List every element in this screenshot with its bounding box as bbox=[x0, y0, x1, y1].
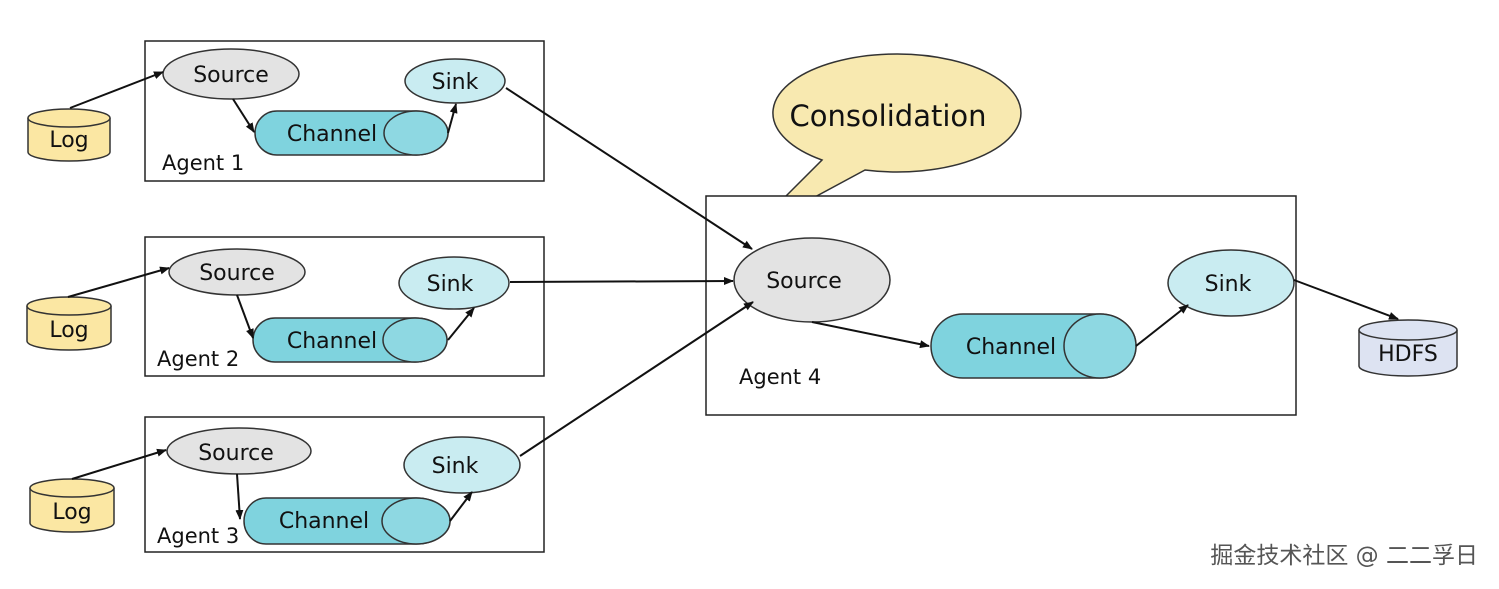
agent-2-sink bbox=[398, 256, 510, 310]
agent-3-sink-label: Sink bbox=[432, 454, 479, 479]
watermark-text: 掘金技术社区 @ 二二孚日 bbox=[1210, 543, 1478, 569]
agent-1-label: Agent 1 bbox=[162, 151, 244, 175]
agent-2-sink-label: Sink bbox=[427, 272, 474, 297]
agent-4: Agent 4 Source Channel Sink bbox=[705, 195, 1297, 416]
arrow-channel1-to-sink1 bbox=[447, 103, 458, 134]
arrow-sink1-to-source4 bbox=[505, 87, 753, 250]
agent-3-log bbox=[29, 478, 115, 533]
arrow-source3-to-channel3 bbox=[235, 473, 244, 520]
agent-2-channel bbox=[252, 317, 448, 363]
agent-3-channel bbox=[243, 497, 451, 545]
hdfs-store bbox=[1358, 319, 1458, 377]
arrow-channel2-to-sink2 bbox=[447, 307, 475, 341]
agent-2: Agent 2 Source Channel Sink Log bbox=[26, 236, 545, 377]
agent-1-channel bbox=[254, 110, 449, 156]
agent-3-sink bbox=[403, 436, 521, 494]
agent-1-sink bbox=[404, 58, 506, 104]
hdfs-label: HDFS bbox=[1378, 342, 1438, 367]
agent-3-source-label: Source bbox=[198, 441, 274, 466]
arrow-sink2-to-source4 bbox=[509, 277, 734, 286]
arrow-channel4-to-sink4 bbox=[1135, 304, 1189, 347]
arrow-sink3-to-source4 bbox=[519, 301, 754, 457]
agent-1-source-label: Source bbox=[193, 63, 269, 88]
arrow-log2-to-source2 bbox=[67, 266, 170, 298]
agent-1-log-label: Log bbox=[49, 128, 88, 153]
arrow-source4-to-channel4 bbox=[811, 321, 930, 349]
agent-3: Agent 3 Source Channel Sink Log bbox=[29, 416, 545, 553]
agent-4-channel bbox=[930, 313, 1137, 379]
agent-4-sink bbox=[1167, 249, 1295, 317]
consolidation-callout-label: Consolidation bbox=[789, 99, 986, 133]
arrow-log3-to-source3 bbox=[71, 448, 167, 480]
agent-4-label: Agent 4 bbox=[739, 365, 821, 389]
agent-1-channel-label: Channel bbox=[287, 122, 377, 147]
agent-1: Agent 1 Source Channel Sink Log bbox=[27, 40, 545, 182]
arrow-channel3-to-sink3 bbox=[449, 491, 473, 522]
agent-2-channel-label: Channel bbox=[287, 329, 377, 354]
agent-1-sink-label: Sink bbox=[432, 70, 479, 95]
arrow-source1-to-channel1 bbox=[232, 98, 255, 133]
agent-4-sink-label: Sink bbox=[1205, 272, 1252, 297]
arrow-log1-to-source1 bbox=[69, 71, 164, 109]
consolidation-callout bbox=[749, 53, 1022, 233]
agent-4-source-label: Source bbox=[766, 269, 842, 294]
arrow-sink4-to-hdfs bbox=[1293, 279, 1399, 320]
agent-4-channel-label: Channel bbox=[966, 335, 1056, 360]
agent-2-label: Agent 2 bbox=[157, 347, 239, 371]
agent-3-source bbox=[166, 427, 312, 475]
agent-3-log-label: Log bbox=[52, 500, 91, 525]
agent-1-log bbox=[27, 108, 111, 162]
agent-2-log-label: Log bbox=[49, 318, 88, 343]
agent-3-label: Agent 3 bbox=[157, 524, 239, 548]
agent-3-channel-label: Channel bbox=[279, 509, 369, 534]
arrow-source2-to-channel2 bbox=[236, 294, 254, 339]
agent-2-source-label: Source bbox=[199, 261, 275, 286]
